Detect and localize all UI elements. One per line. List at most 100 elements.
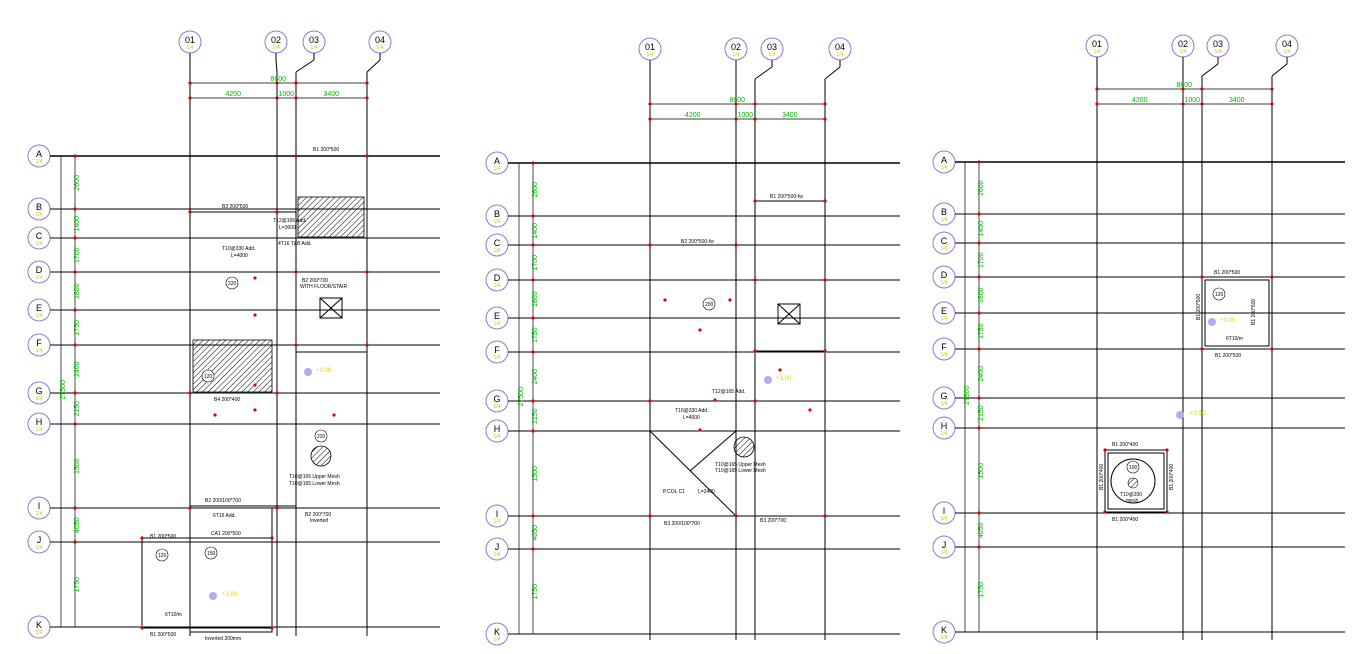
tank-mesh-circle [1127,477,1139,489]
grid-bubble-row-D-sub: 1/4 [494,283,501,289]
grid-bubble-row-C-sub: 1/4 [494,248,501,254]
rebar-point-p3-2 [1200,347,1204,351]
rebar-point-d23 [365,96,369,100]
slab-mark-label-1: 220 [317,434,326,440]
rebar-point-p1-20 [332,413,336,417]
beam-label-b3-bottom: B3 200/100*700 [664,521,700,527]
grid-bubble-row-F-label: F [36,338,42,348]
grid-bubble-row-F-sub: 1/4 [941,352,948,358]
grid-bubble-col-03-label: 03 [767,42,777,52]
rebar-point-d12 [753,102,757,106]
inverted-note: Inverted [310,518,328,524]
beam-label-b1-top: B1 200*500 [313,147,339,153]
rebar-point-v9 [73,540,77,544]
grid-bubble-row-C-sub: 1/4 [941,246,948,252]
rebar-point-d21 [734,117,738,121]
dim-total: 8600 [1177,82,1193,89]
grid-bubble-col-03: 031/4 [1206,34,1230,58]
rebar-point-p2-0 [648,243,652,247]
rebar-point-p2-14 [698,328,702,332]
dim-part-1: 1000 [738,112,754,119]
rebar-point-p2-18 [698,428,702,432]
dim-row-0: 2600 [978,180,985,196]
grid-bubble-row-C-label: C [36,231,43,241]
floor-plan-3: 011/4021/4031/4041/4A1/4B1/4C1/4D1/4E1/4… [932,34,1345,644]
grid-bubble-col-01-sub: 1/4 [1094,49,1101,55]
grid-bubble-col-02-sub: 1/4 [1180,49,1187,55]
grid-bubble-row-B-sub: 1/4 [36,212,43,218]
grid-bubble-col-02: 021/4 [1171,34,1195,58]
dim-part-1: 1000 [1185,97,1201,104]
rebar-point-p2-9 [734,514,738,518]
bubble-leader [275,59,278,73]
lower-block-outline [189,507,273,633]
grid-bubble-row-J-label: J [942,540,947,550]
grid-bubble-col-01: 011/4 [638,37,662,61]
main-block-outline [649,244,756,517]
rebar-point-p1-16 [253,276,257,280]
rebar-point-v3 [73,270,77,274]
grid-bubble-col-04-sub: 1/4 [377,45,384,51]
dim-row-5: 2400 [978,366,985,382]
note-l4000: L=4000 [231,253,248,259]
rebar-point-p3-4 [1103,448,1107,452]
dim-row-6: 2150 [978,405,985,421]
grid-bubble-col-03: 031/4 [760,37,784,61]
rebar-point-p1-12 [270,536,274,540]
rebar-point-p2-13 [663,298,667,302]
dim-row-total: 27500 [518,387,525,407]
beam-label-left: B1 200*500 [1196,294,1202,320]
rebar-point-p2-16 [778,368,782,372]
grid-bubble-col-04: 041/4 [828,37,852,61]
bubble-leader [295,59,315,73]
rebar-point-p2-10 [823,514,827,518]
mesh-circle [310,445,332,467]
tank-mesh: T10@200 [1120,492,1142,498]
dim-row-3: 1800 [74,283,81,299]
rebar-point-p3-0 [1200,275,1204,279]
beam-label-b3: B3 200*500 [222,204,248,210]
dim-row-total: 27500 [964,385,971,405]
rebar-point-p2-7 [753,399,757,403]
rebar-point-p2-12 [823,349,827,353]
grid-bubble-row-J: J1/4 [485,537,509,561]
grid-bubble-col-04: 041/4 [1275,34,1299,58]
grid-bubble-col-04-sub: 1/4 [1284,49,1291,55]
dim-row-9: 1750 [978,582,985,598]
grid-bubble-row-D: D1/4 [27,260,51,284]
grid-bubble-row-H-label: H [36,417,43,427]
dim-row-2: 1700 [532,255,539,271]
grid-bubble-col-03-label: 03 [1213,39,1223,49]
water-tank-inner [1107,452,1165,510]
grid-bubble-row-A: A1/4 [27,144,51,168]
rebar-point-v8 [73,506,77,510]
grid-bubble-row-E-sub: 1/4 [494,321,501,327]
grid-bubble-row-J-label: J [495,542,500,552]
tank-mesh-label: mesh [1126,498,1138,504]
grid-bubble-row-F-sub: 1/4 [494,355,501,361]
slab-mark-label-3: 150 [207,551,216,557]
grid-bubble-row-E: E1/4 [485,306,509,330]
rebar-point-p1-2 [294,154,298,158]
grid-bubble-row-C-label: C [494,238,501,248]
beam-label-porch-top: B1 200*500 [150,534,176,540]
grid-bubble-col-04-sub: 1/4 [837,52,844,58]
dim-row-total: 27500 [60,380,67,400]
grid-bubble-row-B-label: B [36,202,42,212]
rebar-point-p1-17 [253,313,257,317]
slab-mark-label-4: 120 [158,553,167,559]
beam-label-b2-inv: B2 200*700 [305,512,331,518]
stair-block-outline [295,155,368,353]
note-4t16: 4T16 T&B Add. [278,241,312,247]
level-mark-b: +3.00 [222,592,238,598]
grid-bubble-col-01-sub: 1/4 [187,45,194,51]
rebar-point-d21 [275,96,279,100]
stair-opening [319,297,343,319]
rebar-point-v0 [977,160,981,164]
grid-bubble-row-B: B1/4 [27,197,51,221]
grid-bubble-row-D-label: D [36,265,43,275]
grid-bubble-row-C: C1/4 [932,231,956,255]
dim-row-1: 1400 [978,221,985,237]
grid-bubble-row-I-sub: 1/4 [36,511,43,517]
void-hatch-1 [297,196,365,238]
